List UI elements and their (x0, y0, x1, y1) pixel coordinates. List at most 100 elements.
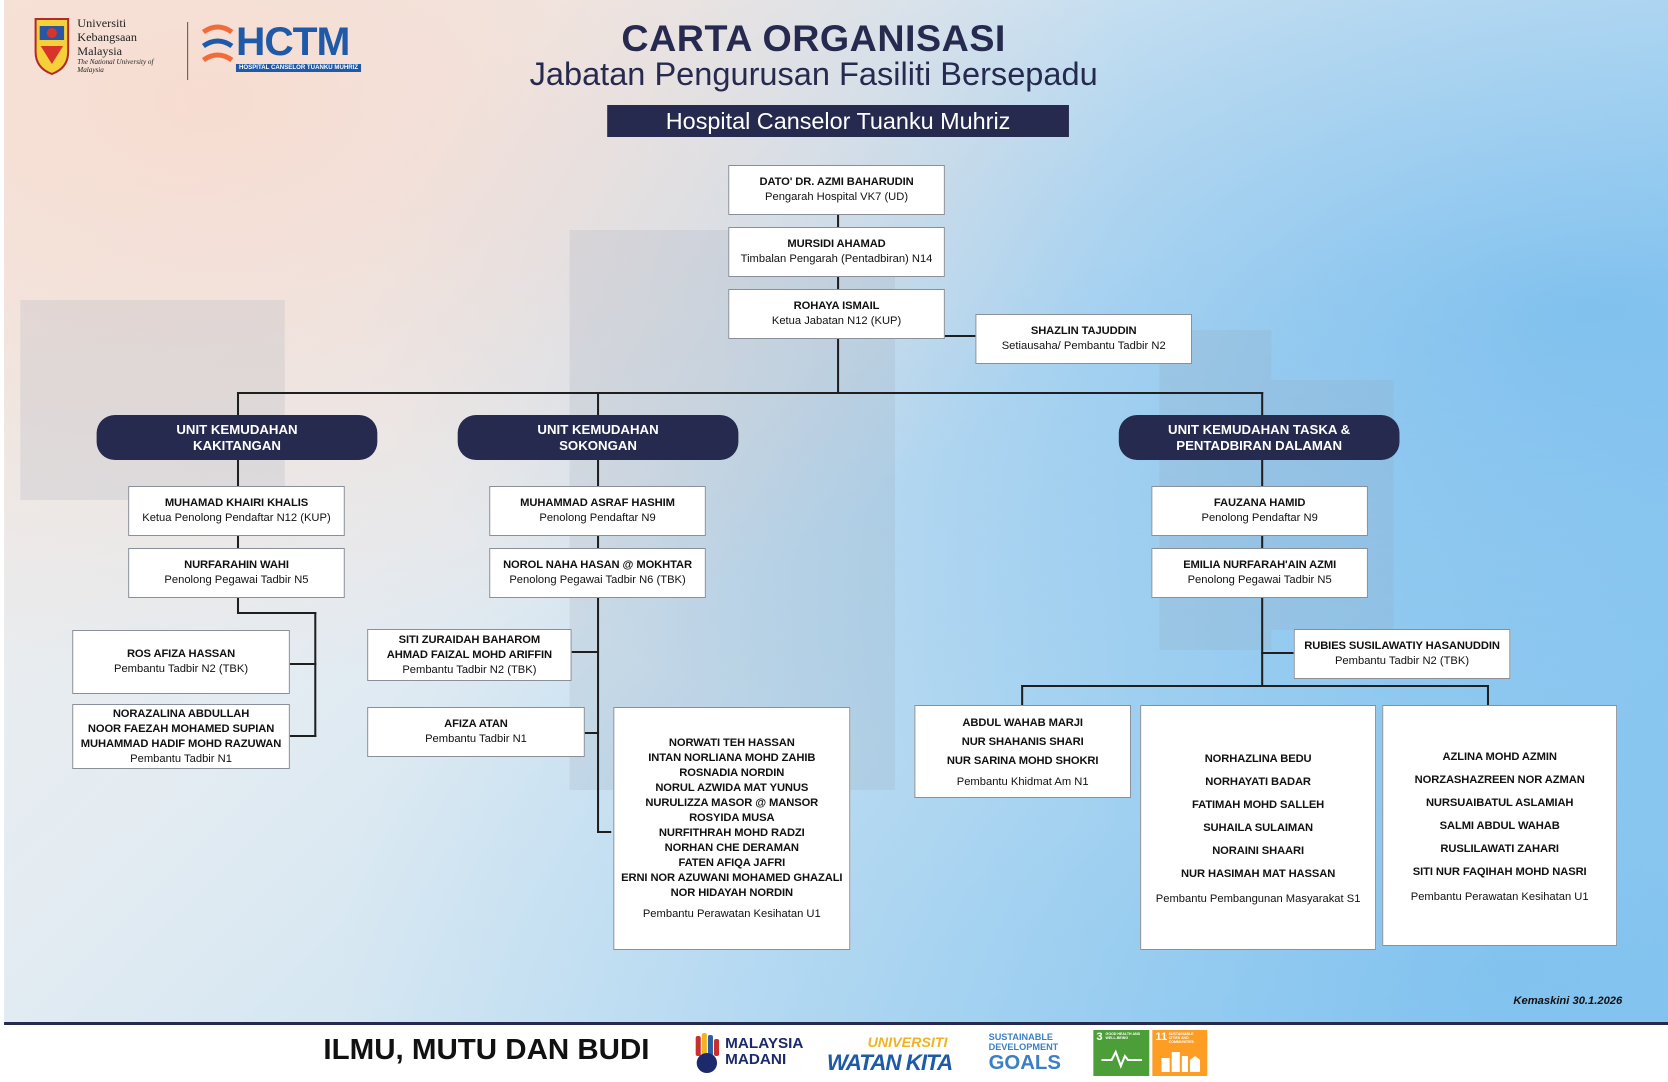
position-title: Penolong Pendaftar N9 (1201, 512, 1318, 524)
sdg11-text: SUSTAINABLE CITIES AND COMMUNITIES (1168, 1032, 1194, 1044)
ukm-name-line2: Kebangsaan (77, 30, 137, 44)
person-name: NORAZALINA ABDULLAH (112, 707, 250, 720)
connector-line (571, 732, 600, 734)
unit-label: UNIT KEMUDAHAN SOKONGAN (537, 421, 659, 453)
person-name: NORHAYATI BADAR (1205, 776, 1311, 788)
position-title: Pembantu Perawatan Kesihatan U1 (642, 907, 821, 920)
position-title: Pembantu Tadbir N2 (TBK) (402, 663, 537, 676)
unit-label: UNIT KEMUDAHAN KAKITANGAN (176, 421, 298, 453)
person-name: FATIMAH MOHD SALLEH (1192, 799, 1325, 811)
page-subtitle: Jabatan Pengurusan Fasiliti Bersepadu (529, 56, 1098, 92)
footer-slogan: ILMU, MUTU DAN BUDI (323, 1034, 650, 1066)
person-name: MURSIDI AHAMAD (787, 238, 886, 250)
malaysia-madani-logo: MALAYSIA MADANI (692, 1032, 819, 1076)
person-name: NOROL NAHA HASAN @ MOKHTAR (503, 559, 692, 571)
ukm-logo: Universiti Kebangsaan Malaysia The Natio… (33, 16, 175, 78)
org-box: AFIZA ATAN Pembantu Tadbir N1 (367, 707, 585, 757)
org-box: ROS AFIZA HASSAN Pembantu Tadbir N2 (TBK… (72, 630, 290, 694)
person-name: MUHAMMAD HADIF MOHD RAZUWAN (80, 737, 282, 750)
person-name: AHMAD FAIZAL MOHD ARIFFIN (386, 648, 553, 661)
org-box: NOROL NAHA HASAN @ MOKHTAR Penolong Pega… (489, 548, 706, 598)
person-name: NORZASHAZREEN NOR AZMAN (1414, 774, 1585, 786)
person-name: NURSUAIBATUL ASLAMIAH (1425, 797, 1574, 809)
ukm-crest-icon (34, 18, 70, 76)
connector-line (1486, 685, 1489, 705)
person-name: NOOR FAEZAH MOHAMED SUPIAN (87, 722, 275, 735)
unit-header-sokongan: UNIT KEMUDAHAN SOKONGAN (457, 415, 739, 460)
hctm-logo: HCTM HOSPITAL CANSELOR TUANKU MUHRIZ (199, 20, 372, 76)
person-name: ROS AFIZA HASSAN (126, 648, 236, 660)
madani-line2: MADANI (725, 1051, 787, 1068)
connector-line (1021, 685, 1024, 705)
person-name: SITI NUR FAQIHAH MOHD NASRI (1412, 866, 1587, 878)
unit-label: UNIT KEMUDAHAN TASKA & PENTADBIRAN DALAM… (1168, 421, 1351, 453)
position-title: Pembantu Perawatan Kesihatan U1 (1410, 891, 1589, 903)
person-name: AZLINA MOHD AZMIN (1442, 751, 1557, 763)
person-name: RUSLILAWATI ZAHARI (1440, 843, 1559, 855)
org-box: EMILIA NURFARAH'AIN AZMI Penolong Pegawa… (1151, 548, 1368, 598)
connector-line (597, 392, 600, 416)
logo-divider (187, 22, 189, 80)
ukm-name-line1: Universiti (77, 16, 127, 30)
connector-line (1261, 652, 1294, 654)
hctm-subtitle: HOSPITAL CANSELOR TUANKU MUHRIZ (235, 64, 362, 72)
person-name: SITI ZURAIDAH BAHAROM (398, 633, 541, 646)
position-title: Setiausaha/ Pembantu Tadbir N2 (1001, 340, 1166, 352)
person-name: ERNI NOR AZUWANI MOHAMED GHAZALI (621, 871, 843, 884)
hctm-mark-icon (201, 24, 234, 63)
person-name: FATEN AFIQA JAFRI (678, 856, 786, 869)
connector-line (597, 460, 600, 833)
person-name: FAUZANA HAMID (1213, 497, 1306, 509)
position-title: Penolong Pegawai Tadbir N6 (TBK) (509, 574, 686, 586)
hospital-banner: Hospital Canselor Tuanku Muhriz (607, 105, 1069, 137)
connector-line (314, 612, 317, 737)
sdg11-number: 11 (1155, 1031, 1168, 1043)
updated-date: Kemaskini 30.1.2026 (1513, 995, 1623, 1007)
heartbeat-icon (1101, 1049, 1143, 1069)
person-name: NORAINI SHAARI (1212, 845, 1305, 857)
position-title: Timbalan Pengarah (Pentadbiran) N14 (740, 253, 933, 265)
person-name: NORHAN CHE DERAMAN (664, 841, 799, 854)
org-box-deputy-director: MURSIDI AHAMAD Timbalan Pengarah (Pentad… (728, 227, 945, 277)
person-name: NUR SHAHANIS SHARI (961, 735, 1084, 748)
madani-line1: MALAYSIA (725, 1035, 804, 1052)
position-title: Pembantu Tadbir N1 (130, 752, 232, 765)
footer-bar (4, 1022, 1668, 1082)
connector-line (236, 392, 240, 416)
connector-line (1021, 685, 1489, 687)
org-box: SITI ZURAIDAH BAHAROM AHMAD FAIZAL MOHD … (367, 629, 572, 681)
org-box: ABDUL WAHAB MARJI NUR SHAHANIS SHARI NUR… (914, 705, 1131, 798)
position-title: Penolong Pegawai Tadbir N5 (164, 574, 309, 586)
position-title: Pengarah Hospital VK7 (UD) (765, 191, 909, 203)
person-name: NURULIZZA MASOR @ MANSOR (645, 796, 819, 809)
universiti-watan-kita-logo: UNIVERSITI WATAN KITA (827, 1032, 971, 1076)
org-box: RUBIES SUSILAWATIY HASANUDDIN Pembantu T… (1293, 629, 1511, 679)
org-box-head-of-department: ROHAYA ISMAIL Ketua Jabatan N12 (KUP) (728, 289, 945, 339)
person-name: ABDUL WAHAB MARJI (962, 716, 1083, 729)
person-name: NURFARAHIN WAHI (184, 559, 289, 571)
madani-hand-icon (695, 1033, 720, 1073)
position-title: Pembantu Tadbir N1 (425, 733, 527, 745)
sdg3-text: GOOD HEALTH AND WELL-BEING (1105, 1032, 1141, 1040)
sdg-line2: DEVELOPMENT (988, 1042, 1059, 1052)
person-name: SALMI ABDUL WAHAB (1439, 820, 1560, 832)
person-name: NUR SARINA MOHD SHOKRI (946, 754, 1099, 767)
connector-line (236, 460, 240, 612)
person-name: ROHAYA ISMAIL (793, 300, 880, 312)
person-name: RUBIES SUSILAWATIY HASANUDDIN (1304, 640, 1500, 652)
connector-line (597, 831, 612, 833)
connector-line (1261, 392, 1264, 416)
person-name: AFIZA ATAN (444, 718, 508, 730)
org-box: MUHAMMAD ASRAF HASHIM Penolong Pendaftar… (489, 486, 706, 536)
sdg-line1: SUSTAINABLE (988, 1032, 1054, 1042)
ukm-name-line3: Malaysia (77, 44, 123, 58)
person-name: EMILIA NURFARAH'AIN AZMI (1183, 559, 1337, 571)
person-name: ROSNADIA NORDIN (679, 766, 785, 779)
watan-line2: WATAN KITA (826, 1050, 953, 1075)
person-name: NOR HIDAYAH NORDIN (670, 886, 793, 899)
position-title: Pembantu Tadbir N2 (TBK) (113, 663, 249, 675)
unit-header-kakitangan: UNIT KEMUDAHAN KAKITANGAN (96, 415, 378, 460)
org-box: NORHAZLINA BEDU NORHAYATI BADAR FATIMAH … (1140, 705, 1377, 950)
unit-header-taska: UNIT KEMUDAHAN TASKA & PENTADBIRAN DALAM… (1118, 415, 1400, 460)
